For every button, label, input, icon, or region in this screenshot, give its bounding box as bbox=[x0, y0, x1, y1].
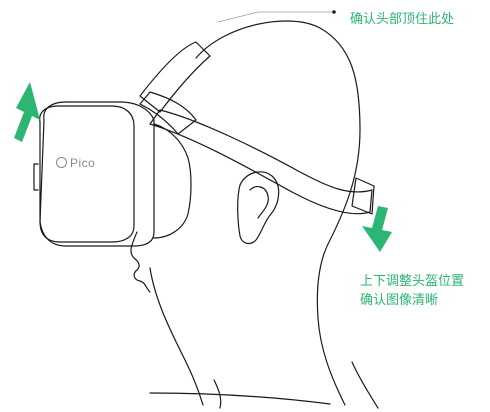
strap-buckle bbox=[351, 177, 375, 215]
face-profile bbox=[130, 231, 151, 293]
strap-cushion bbox=[139, 91, 197, 135]
callout-dot bbox=[332, 10, 336, 14]
pico-logo-icon bbox=[56, 157, 67, 168]
head-outline bbox=[195, 20, 361, 406]
callout-adjust-line1: 上下调整头盔位置 bbox=[360, 274, 465, 289]
callout-adjust-line2: 确认图像清晰 bbox=[360, 293, 439, 308]
facial-interface bbox=[153, 123, 192, 239]
callout-head-top: 确认头部顶住此处 bbox=[350, 12, 455, 27]
arrow-down-icon bbox=[362, 206, 392, 252]
callout-adjust: 上下调整头盔位置 确认图像清晰 bbox=[360, 272, 464, 310]
ear-inner bbox=[249, 186, 269, 219]
neck-front bbox=[149, 267, 204, 406]
arrow-up-icon bbox=[14, 82, 40, 142]
collar bbox=[213, 361, 379, 409]
headset-front-panel bbox=[39, 105, 135, 243]
headset-brand-logo: Pico bbox=[56, 156, 95, 170]
shoulder bbox=[149, 392, 331, 405]
top-strap bbox=[139, 41, 211, 113]
callout-leader bbox=[217, 11, 333, 23]
headset-body bbox=[39, 101, 155, 247]
headset-side-button bbox=[33, 163, 39, 191]
side-strap bbox=[149, 109, 373, 215]
brand-text: Pico bbox=[70, 156, 96, 170]
ear bbox=[237, 171, 280, 245]
